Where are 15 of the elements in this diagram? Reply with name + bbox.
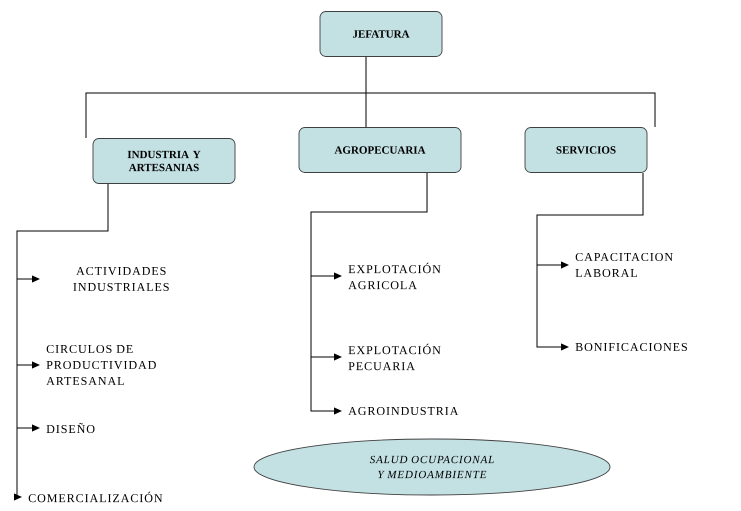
item-text: CIRCULOS DE PRODUCTIVIDAD ARTESANAL	[46, 344, 156, 386]
org-box: AGROPECUARIA	[298, 127, 462, 173]
item-text: EXPLOTACIÓN AGRICOLA	[348, 262, 441, 290]
org-box: JEFATURA	[320, 11, 442, 57]
item-text: DISEÑO	[46, 422, 94, 434]
ellipse-node: SALUD OCUPACIONAL Y MEDIOAMBIENTE	[254, 438, 610, 496]
org-box: INDUSTRIA Y ARTESANIAS	[92, 138, 236, 184]
item-text: AGROINDUSTRIA	[348, 406, 458, 416]
item-text: EXPLOTACIÓN PECUARIA	[348, 344, 441, 370]
item-text: BONIFICACIONES	[576, 342, 687, 352]
item-text: COMERCIALIZACIÓN	[28, 492, 162, 502]
item-text: ACTIVIDADES INDUSTRIALES	[73, 266, 169, 292]
connector	[366, 56, 656, 128]
item-text: CAPACITACION LABORAL	[576, 252, 673, 278]
org-box: SERVICIOS	[524, 127, 648, 173]
